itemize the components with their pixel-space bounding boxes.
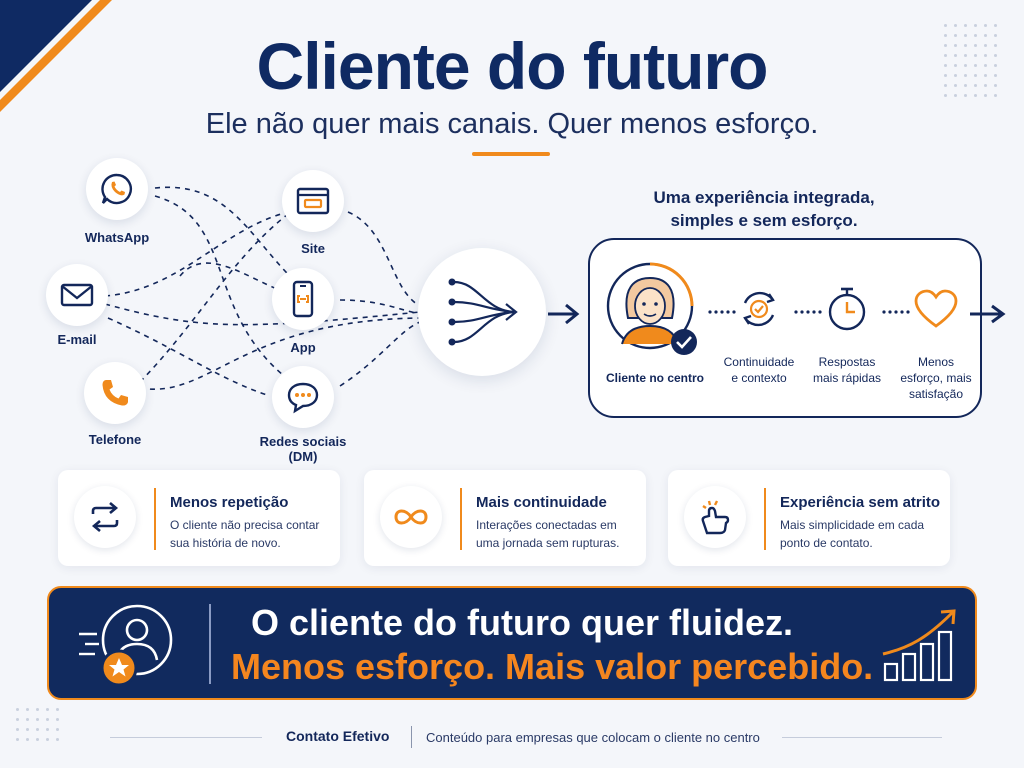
channel-email [46, 264, 108, 326]
feature-card: Menos repetição O cliente não precisa co… [58, 470, 340, 566]
card-description: Interações conectadas em uma jornada sem… [476, 518, 620, 550]
dot-grid-decoration [16, 708, 59, 741]
mobile-app-icon [292, 280, 314, 318]
phone-icon [102, 380, 128, 406]
channel-label: App [290, 340, 316, 355]
corner-decoration [0, 0, 112, 112]
hand-tap-icon [701, 500, 730, 535]
growth-chart-icon [882, 609, 956, 682]
footer-brand: Contato Efetivo [286, 728, 390, 744]
feature-icon-wrap [380, 486, 442, 548]
integration-hub [418, 248, 546, 376]
feature-card: Mais continuidade Interações conectadas … [364, 470, 646, 566]
card-description: Mais simplicidade em cada ponto de conta… [780, 518, 925, 550]
customer-profile-icon [79, 604, 173, 687]
infinity-icon [394, 509, 428, 525]
step-label: Continuidade e contexto [723, 355, 795, 385]
channel-label: Redes sociais (DM) [259, 434, 347, 464]
channel-site [282, 170, 344, 232]
banner-highlight: Menos esforço. Mais valor percebido. [231, 646, 874, 687]
footer-rule [110, 737, 262, 738]
banner-divider [209, 604, 211, 684]
channel-label: Site [301, 241, 325, 256]
experience-heading: Uma experiência integrada, simples e sem… [653, 188, 875, 230]
channel-label: Telefone [88, 432, 142, 447]
footer-separator [411, 726, 412, 748]
stopwatch-icon [828, 287, 866, 331]
step-label: Respostas mais rápidas [812, 355, 882, 385]
card-accent-bar [460, 488, 462, 550]
merge-arrows-icon [448, 278, 518, 346]
dotted-connectors [708, 310, 910, 314]
page-subtitle: Ele não quer mais canais. Quer menos esf… [205, 108, 819, 140]
footer-rule [782, 737, 942, 738]
cycle-check-icon [743, 291, 775, 327]
step-label: Menos esforço, mais satisfação [900, 355, 972, 401]
whatsapp-icon [101, 173, 132, 205]
dot-grid-decoration [944, 24, 997, 97]
channel-label: E-mail [57, 332, 97, 347]
browser-icon [296, 187, 330, 215]
channel-label: WhatsApp [84, 230, 150, 245]
card-description: O cliente não precisa contar sua históri… [170, 518, 320, 550]
closing-banner: O cliente do futuro quer fluidez. Menos … [47, 586, 977, 700]
heart-icon [914, 289, 958, 328]
feature-icon-wrap [684, 486, 746, 548]
arrow-right-icon [970, 304, 1006, 324]
feature-icon-wrap [74, 486, 136, 548]
chat-bubble-icon [287, 382, 319, 414]
feature-card: Experiência sem atrito Mais simplicidade… [668, 470, 950, 566]
card-accent-bar [154, 488, 156, 550]
repeat-arrows-icon [91, 502, 119, 532]
channel-app [272, 268, 334, 330]
card-title: Menos repetição [170, 494, 289, 511]
card-title: Mais continuidade [476, 494, 607, 511]
page-title: Cliente do futuro [256, 29, 769, 103]
experience-panel: Cliente no centro Continuidade e context… [588, 238, 982, 418]
card-title: Experiência sem atrito [780, 494, 941, 511]
customer-avatar-icon [606, 262, 697, 355]
channel-phone [84, 362, 146, 424]
title-underline [472, 152, 550, 156]
card-accent-bar [764, 488, 766, 550]
banner-headline: O cliente do futuro quer fluidez. [251, 602, 794, 643]
arrow-right-icon [548, 303, 580, 325]
channel-social [272, 366, 334, 428]
channel-whatsapp [86, 158, 148, 220]
email-icon [60, 283, 94, 307]
customer-label: Cliente no centro [605, 371, 704, 385]
footer-tagline: Conteúdo para empresas que colocam o cli… [426, 730, 760, 745]
